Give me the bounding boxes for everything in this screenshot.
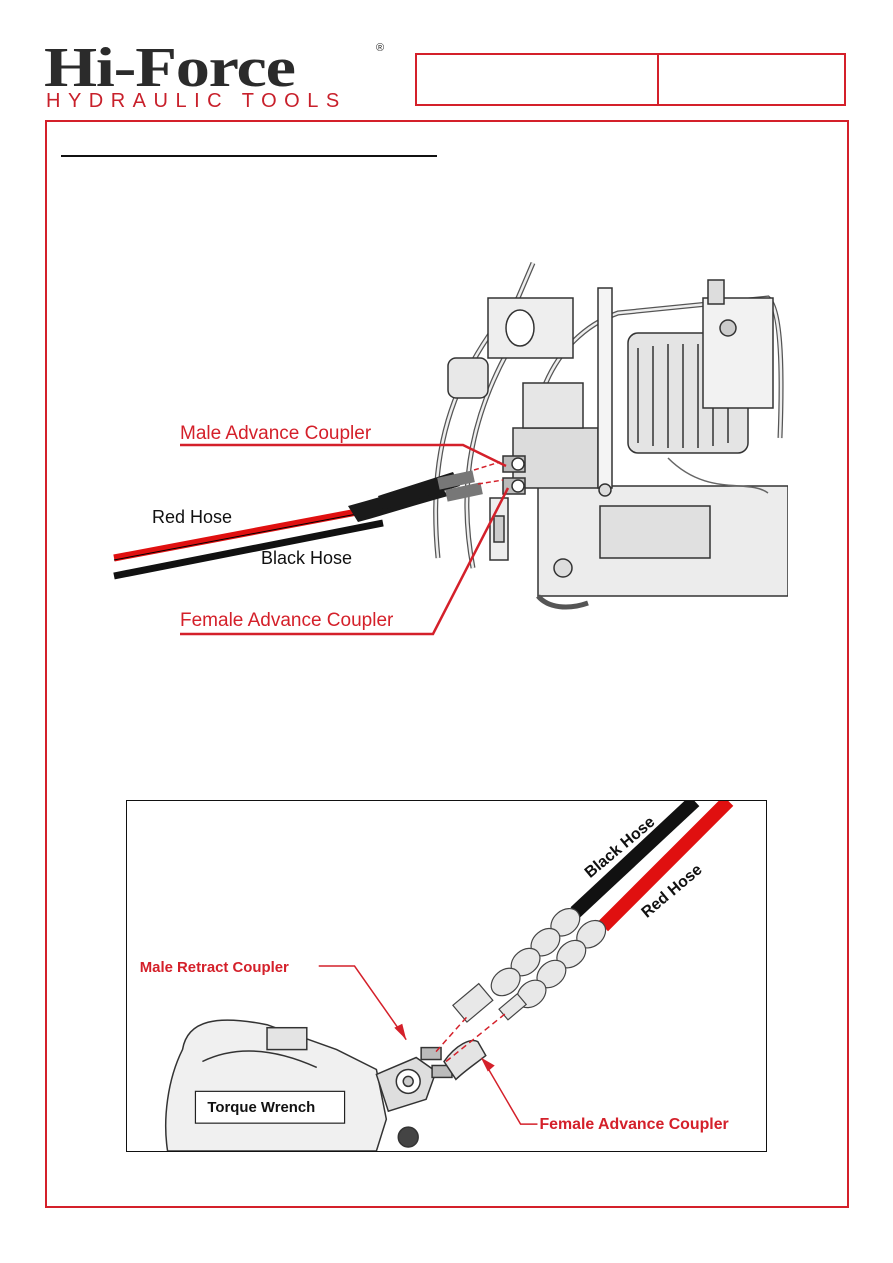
pump-unit-illustration: [433, 262, 788, 610]
female-advance-leader: [485, 1064, 538, 1125]
section-heading-underline: [61, 155, 437, 157]
torque-wrench-label-box: [194, 1090, 346, 1124]
hoses-illustration: [113, 461, 504, 580]
male-retract-leader: [318, 965, 407, 1041]
label-torque-wrench: Torque Wrench: [207, 1100, 315, 1116]
header-info-box: [415, 53, 846, 106]
label-male-retract-coupler: Male Retract Coupler: [140, 960, 289, 976]
label-female-advance-coupler: Female Advance Coupler: [180, 610, 394, 631]
label-black-hose: Black Hose: [261, 548, 352, 568]
torque-wrench-illustration: [164, 1019, 487, 1151]
female-advance-leader: [180, 487, 510, 636]
pump-coupler-figure: Male Advance Coupler Red Hose Black Hose…: [113, 262, 788, 636]
connection-dash-retract: [435, 1015, 469, 1053]
label-red-hose: Red Hose: [152, 507, 232, 527]
hose-coupler-ends: [452, 907, 607, 1023]
hoses-illustration: [570, 801, 734, 932]
male-retract-arrowhead: [394, 1023, 407, 1040]
registered-mark: ®: [376, 42, 385, 54]
logo-wordmark: Hi-Force: [44, 37, 296, 99]
label-female-advance-coupler: Female Advance Coupler: [539, 1116, 728, 1133]
page-frame: [45, 120, 849, 1208]
hi-force-logo: Hi-Force ® HYDRAULIC TOOLS: [44, 40, 389, 112]
male-advance-leader: [180, 443, 507, 468]
label-red-hose: Red Hose: [638, 861, 705, 921]
female-advance-arrowhead: [480, 1057, 495, 1072]
logo-tagline: HYDRAULIC TOOLS: [46, 90, 347, 112]
header-info-divider: [657, 53, 659, 106]
label-male-advance-coupler: Male Advance Coupler: [180, 423, 372, 444]
connection-dash-advance: [445, 1011, 509, 1063]
torque-wrench-coupler-figure: Black Hose Red Hose Male Retract Coupler…: [126, 800, 767, 1152]
